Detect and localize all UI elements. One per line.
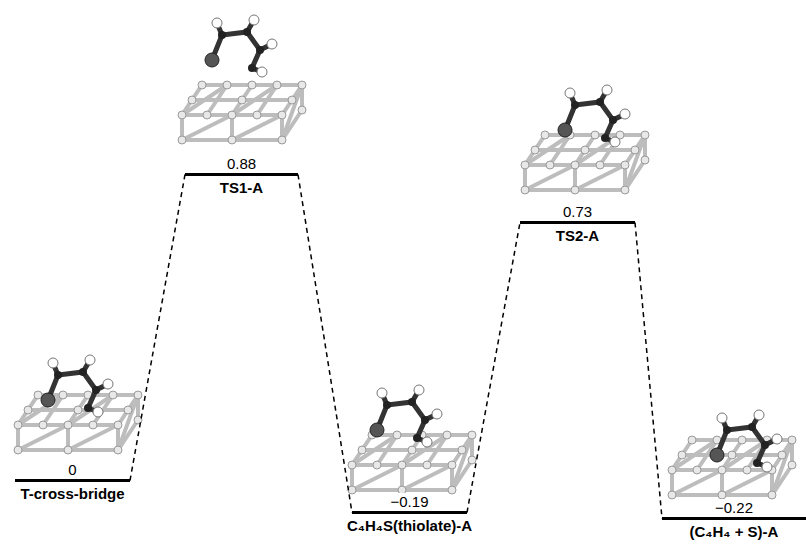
- energy-level: −0.22 (C₄H₄ + S)-A: [662, 499, 806, 541]
- state-name: C₄H₄S(thiolate)-A: [345, 517, 474, 535]
- state-name: TS1-A: [218, 179, 265, 197]
- energy-value: −0.22: [713, 499, 755, 517]
- energy-value: 0.88: [225, 155, 258, 173]
- state-name: T-cross-bridge: [18, 485, 126, 503]
- energy-level: 0.88TS1-A: [185, 155, 298, 197]
- level-bar: [185, 173, 298, 176]
- dashed-connector: [635, 223, 662, 519]
- dashed-connector: [130, 175, 185, 481]
- level-bar: [15, 479, 130, 482]
- state-name: (C₄H₄ + S)-A: [688, 523, 781, 541]
- dashed-connector: [467, 223, 520, 513]
- energy-level: −0.19C₄H₄S(thiolate)-A: [352, 493, 467, 535]
- energy-level: 0T-cross-bridge: [15, 461, 130, 503]
- energy-value: 0: [66, 461, 78, 479]
- level-bar: [352, 511, 467, 514]
- energy-value: 0.73: [561, 203, 594, 221]
- level-bar: [520, 221, 635, 224]
- state-name: TS2-A: [554, 227, 601, 245]
- energy-level: 0.73TS2-A: [520, 203, 635, 245]
- energy-value: −0.19: [389, 493, 431, 511]
- dashed-connector: [298, 175, 352, 513]
- level-bar: [662, 517, 806, 520]
